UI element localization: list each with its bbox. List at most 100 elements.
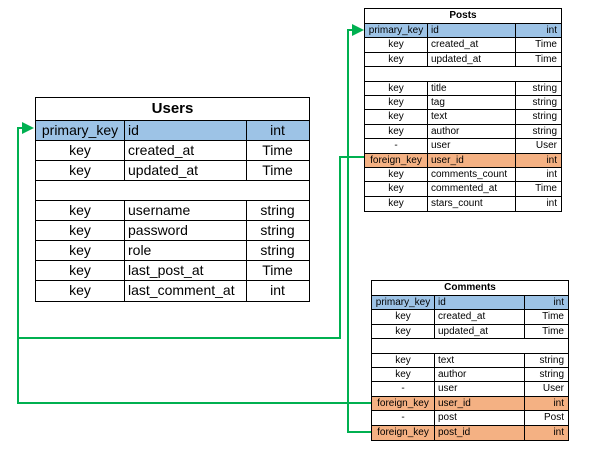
field-key-cell: key (69, 142, 91, 158)
field-type-cell (515, 67, 560, 80)
field-type-cell: Post (524, 411, 567, 425)
field-name-cell: text (434, 353, 524, 367)
field-name-cell: stars_count (427, 196, 515, 212)
field-type-cell: int (524, 396, 567, 411)
field-name-cell: user_id (427, 153, 515, 167)
field-key-cell: key (69, 162, 91, 178)
field-type-cell: string (524, 353, 567, 367)
field-name-cell: user (427, 139, 515, 153)
field-type-cell: int (515, 167, 560, 182)
field-name-cell: last_post_at (124, 261, 246, 280)
comments-spacer-row (372, 339, 568, 354)
field-type-cell: string (246, 201, 308, 220)
field-key-cell (372, 339, 434, 352)
field-type-cell: string (515, 124, 560, 139)
field-key-cell: foreign_key (377, 397, 429, 409)
comments-post-id-to-posts-id-connector (347, 24, 371, 433)
field-key-cell: key (69, 282, 91, 298)
field-key-cell: foreign_key (370, 154, 422, 166)
field-type-cell: Time (246, 261, 308, 280)
field-key-cell: primary_key (41, 122, 119, 138)
field-name-cell: id (434, 296, 524, 310)
field-type-cell: int (515, 24, 560, 38)
field-key-cell: key (69, 262, 91, 278)
field-key-cell: key (388, 111, 404, 123)
field-key-cell: key (69, 242, 91, 258)
field-name-cell: post_id (434, 425, 524, 440)
field-name-cell: username (124, 201, 246, 220)
field-type-cell: Time (524, 310, 567, 324)
field-name-cell: title (427, 81, 515, 95)
field-name-cell: tag (427, 95, 515, 110)
field-type-cell: Time (246, 141, 308, 160)
field-name-cell: post (434, 411, 524, 425)
field-type-cell: User (515, 139, 560, 153)
field-key-cell: key (388, 53, 404, 65)
field-key-cell: - (401, 412, 405, 424)
field-type-cell: int (515, 153, 560, 167)
field-name-cell: updated_at (434, 324, 524, 339)
field-type-cell: User (524, 382, 567, 396)
field-key-cell: primary_key (368, 25, 424, 36)
field-key-cell: key (388, 168, 404, 180)
field-name-cell: user (434, 382, 524, 396)
field-name-cell (434, 339, 524, 352)
field-key-cell: - (394, 140, 398, 152)
field-name-cell: updated_at (427, 52, 515, 67)
field-name-cell: user_id (434, 396, 524, 411)
field-type-cell: Time (515, 38, 560, 52)
field-name-cell: author (434, 367, 524, 382)
field-key-cell: key (388, 183, 404, 195)
field-key-cell (365, 67, 427, 80)
field-key-cell: - (401, 383, 405, 395)
field-key-cell: key (395, 368, 411, 380)
field-type-cell: int (524, 425, 567, 440)
field-name-cell: created_at (124, 141, 246, 160)
field-name-cell (124, 181, 246, 200)
field-name-cell: role (124, 241, 246, 260)
field-name-cell: updated_at (124, 161, 246, 180)
field-type-cell: Time (246, 161, 308, 180)
field-name-cell: created_at (427, 38, 515, 52)
field-type-cell: string (246, 221, 308, 240)
field-key-cell: key (388, 197, 404, 209)
field-type-cell (524, 339, 567, 352)
field-type-cell: Time (515, 52, 560, 67)
users-spacer-row (36, 181, 309, 201)
field-key-cell: primary_key (375, 297, 431, 308)
field-key-cell: key (388, 82, 404, 94)
field-key-cell: key (388, 96, 404, 108)
field-key-cell: key (69, 222, 91, 238)
field-name-cell: text (427, 110, 515, 124)
field-type-cell: string (524, 367, 567, 382)
field-type-cell: int (524, 296, 567, 310)
